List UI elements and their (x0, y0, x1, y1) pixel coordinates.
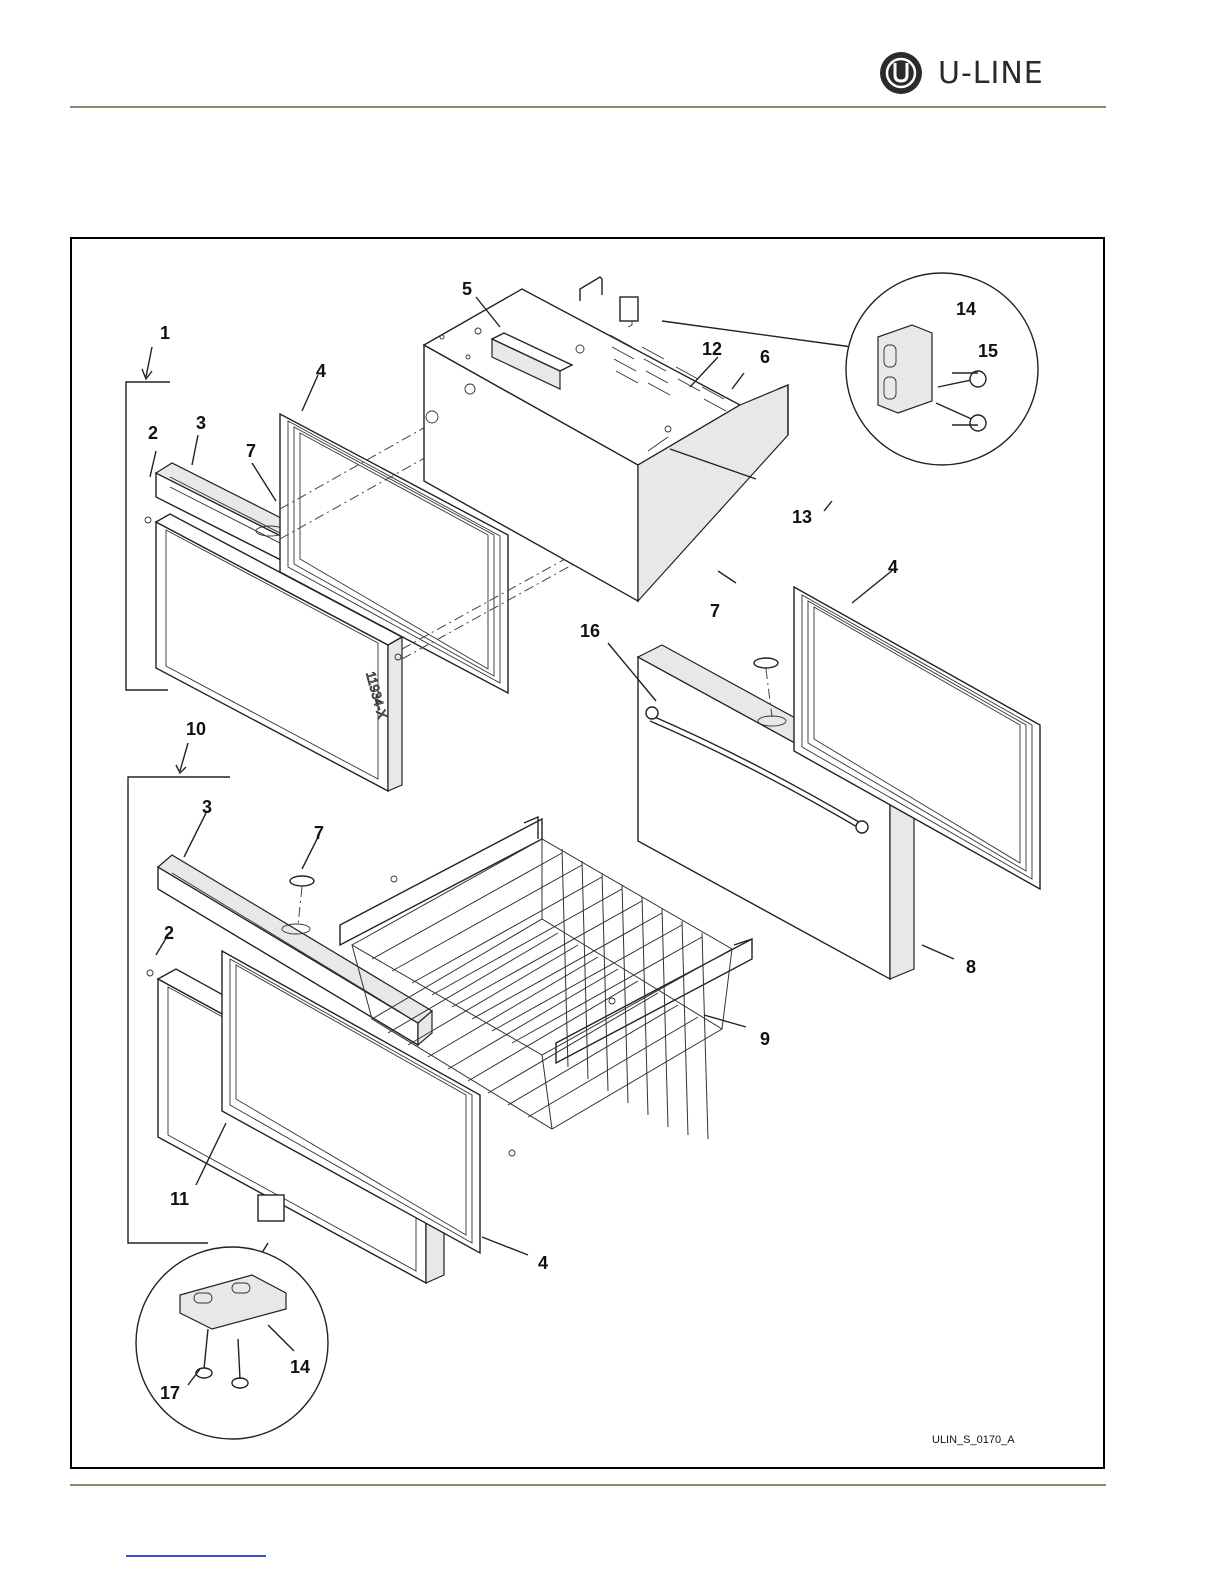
callout-13: 13 (792, 507, 812, 527)
diagram-canvas: 11934-X (72, 239, 1103, 1467)
footer-link-underline[interactable] (126, 1555, 266, 1557)
callout-3-lower: 3 (202, 797, 212, 817)
figure-id: ULIN_S_0170_A (932, 1434, 1015, 1446)
callout-14-lower: 14 (290, 1357, 310, 1377)
callout-15: 15 (978, 341, 998, 361)
callout-3: 3 (196, 413, 206, 433)
callout-7: 7 (246, 441, 256, 461)
callout-12: 12 (702, 339, 722, 359)
callout-6: 6 (760, 347, 770, 367)
callout-10: 10 (186, 719, 206, 739)
footer-divider (70, 1484, 1106, 1486)
callout-14: 14 (956, 299, 976, 319)
callout-1: 1 (160, 323, 170, 343)
brand-logo: U-LINE (878, 50, 1098, 96)
callout-4: 4 (316, 361, 326, 381)
callout-9: 9 (760, 1029, 770, 1049)
u-circle-logo-icon (878, 50, 924, 96)
brand-name: U-LINE (938, 56, 1044, 91)
callout-2-lower: 2 (164, 923, 174, 943)
callout-17: 17 (160, 1383, 180, 1403)
callout-5: 5 (462, 279, 472, 299)
header-divider (70, 106, 1106, 108)
callout-2: 2 (148, 423, 158, 443)
callout-8: 8 (966, 957, 976, 977)
callout-7-right: 7 (710, 601, 720, 621)
callout-4-lower: 4 (538, 1253, 548, 1273)
callout-11: 11 (170, 1189, 189, 1209)
callout-7-lower: 7 (314, 823, 324, 843)
callout-16: 16 (580, 621, 600, 641)
callout-4-right: 4 (888, 557, 898, 577)
exploded-parts-diagram: 11934-X (70, 237, 1105, 1469)
